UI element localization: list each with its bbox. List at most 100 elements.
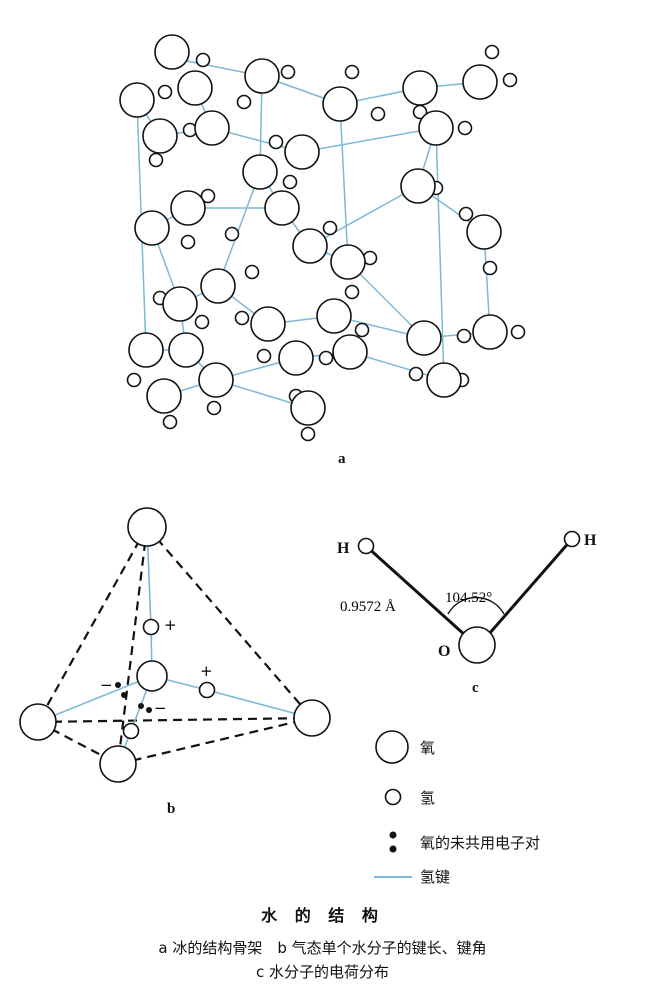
ice-oxygen-atom <box>146 378 182 414</box>
ice-oxygen-atom <box>316 298 352 334</box>
ice-oxygen-atom <box>250 306 286 342</box>
ice-oxygen-atom <box>402 70 438 106</box>
figure-caption-line-2: c 水分子的电荷分布 <box>255 963 390 981</box>
bond-angle-label: 104.52° <box>445 590 492 606</box>
figure-title: 水 的 结 构 <box>261 906 384 925</box>
ice-hydrogen-atom <box>224 226 240 242</box>
ice-hydrogen-atom <box>206 400 222 416</box>
hydrogen-atom-right <box>198 681 216 699</box>
ice-hydrogen-atom <box>300 426 316 442</box>
ice-hydrogen-atom <box>318 350 334 366</box>
ice-hydrogen-atom <box>162 414 178 430</box>
ice-atoms <box>119 34 526 442</box>
ice-oxygen-atom <box>278 340 314 376</box>
charge-minus-right: − <box>154 699 167 717</box>
panel-c-label: c <box>472 680 479 696</box>
ice-oxygen-atom <box>170 190 206 226</box>
ice-oxygen-atom <box>322 86 358 122</box>
ice-hydrogen-atom <box>126 372 142 388</box>
hydrogen-atom-upper <box>142 618 160 636</box>
ice-hydrogen-atom <box>354 322 370 338</box>
legend-lone-pair-dot-bottom <box>389 845 397 853</box>
ice-hydrogen-atom <box>244 264 260 280</box>
atom-label-h-right: H <box>584 532 597 549</box>
ice-hydrogen-atom <box>236 94 252 110</box>
ice-hydrogen-atom <box>282 174 298 190</box>
ice-hydrogen-bond <box>347 261 425 339</box>
legend-oxygen-label: 氧 <box>420 739 435 757</box>
ice-hydrogen-atom <box>344 64 360 80</box>
ice-hydrogen-atom <box>148 152 164 168</box>
oxygen-atom-center <box>136 660 168 692</box>
ice-oxygen-atom <box>400 168 436 204</box>
ice-oxygen-atom <box>290 390 326 426</box>
oxygen-atom-top <box>127 507 167 547</box>
tetrahedron-edges <box>37 526 313 766</box>
ice-oxygen-atom <box>332 334 368 370</box>
ice-hydrogen-atom <box>195 52 211 68</box>
ice-oxygen-atom <box>142 118 178 154</box>
ice-hydrogen-atom <box>457 120 473 136</box>
ice-hydrogen-atom <box>484 44 500 60</box>
ice-oxygen-atom <box>154 34 190 70</box>
ice-hydrogen-atom <box>157 84 173 100</box>
oxygen-atom-front <box>99 745 137 783</box>
ice-hydrogen-atom <box>268 134 284 150</box>
atom-label-o: O <box>438 643 450 660</box>
water-molecule-diagram <box>357 530 581 664</box>
panel-b-label: b <box>167 801 175 817</box>
ice-oxygen-atom <box>418 110 454 146</box>
legend-lone-pair-dot-top <box>389 831 397 839</box>
ice-hydrogen-bond <box>435 127 445 381</box>
ice-hydrogen-atom <box>502 72 518 88</box>
oxygen-atom <box>458 626 496 664</box>
ice-oxygen-atom <box>426 362 462 398</box>
ice-oxygen-atom <box>119 82 155 118</box>
ice-oxygen-atom <box>466 214 502 250</box>
ice-hydrogen-bond <box>217 171 261 287</box>
figure-caption-line-1: a 冰的结构骨架 b 气态单个水分子的键长、键角 <box>158 939 487 957</box>
ice-oxygen-atom <box>292 228 328 264</box>
ice-hydrogen-atom <box>200 188 216 204</box>
ice-oxygen-atom <box>284 134 320 170</box>
ice-hydrogen-atom <box>234 310 250 326</box>
legend-hydrogen-symbol <box>384 788 402 806</box>
ice-hydrogen-atom <box>180 234 196 250</box>
legend-hydrogen-bond-label: 氢键 <box>420 868 450 886</box>
legend-oxygen-symbol <box>375 730 409 764</box>
legend: 氧 氢 氧的未共用电子对 氢键 <box>374 730 540 886</box>
ice-hydrogen-atom <box>256 348 272 364</box>
ice-lattice-diagram <box>119 34 526 442</box>
bond-angle-arc <box>447 596 505 615</box>
bond-length-label: 0.9572 Å <box>340 599 396 615</box>
ice-oxygen-atom <box>264 190 300 226</box>
ice-oxygen-atom <box>472 314 508 350</box>
ice-oxygen-atom <box>462 64 498 100</box>
ice-oxygen-atom <box>242 154 278 190</box>
ice-hydrogen-atom <box>280 64 296 80</box>
ice-hydrogen-atom <box>510 324 526 340</box>
ice-oxygen-atom <box>194 110 230 146</box>
charge-plus-right: + <box>200 662 213 680</box>
hydrogen-atom-left <box>357 537 375 555</box>
ice-oxygen-atom <box>168 332 204 368</box>
ice-hydrogen-atom <box>458 206 474 222</box>
panel-a-label: a <box>338 451 346 467</box>
lone-pair-dots <box>115 682 152 713</box>
ice-oxygen-atom <box>128 332 164 368</box>
charge-minus-left: − <box>100 676 113 694</box>
atom-label-h-left: H <box>337 540 350 557</box>
ice-hydrogen-atom <box>194 314 210 330</box>
tetrahedron-diagram: + + − − <box>19 507 331 783</box>
ice-hydrogen-bond <box>309 185 419 247</box>
ice-hydrogen-atom <box>408 366 424 382</box>
hydrogen-atom-right <box>563 530 581 548</box>
ice-hydrogen-atom <box>344 284 360 300</box>
ice-oxygen-atom <box>162 286 198 322</box>
hydrogen-atom-lower <box>122 722 140 740</box>
ice-hydrogen-atom <box>370 106 386 122</box>
legend-lone-pair-label: 氧的未共用电子对 <box>420 834 540 852</box>
ice-oxygen-atom <box>200 268 236 304</box>
ice-hydrogen-atom <box>456 328 472 344</box>
